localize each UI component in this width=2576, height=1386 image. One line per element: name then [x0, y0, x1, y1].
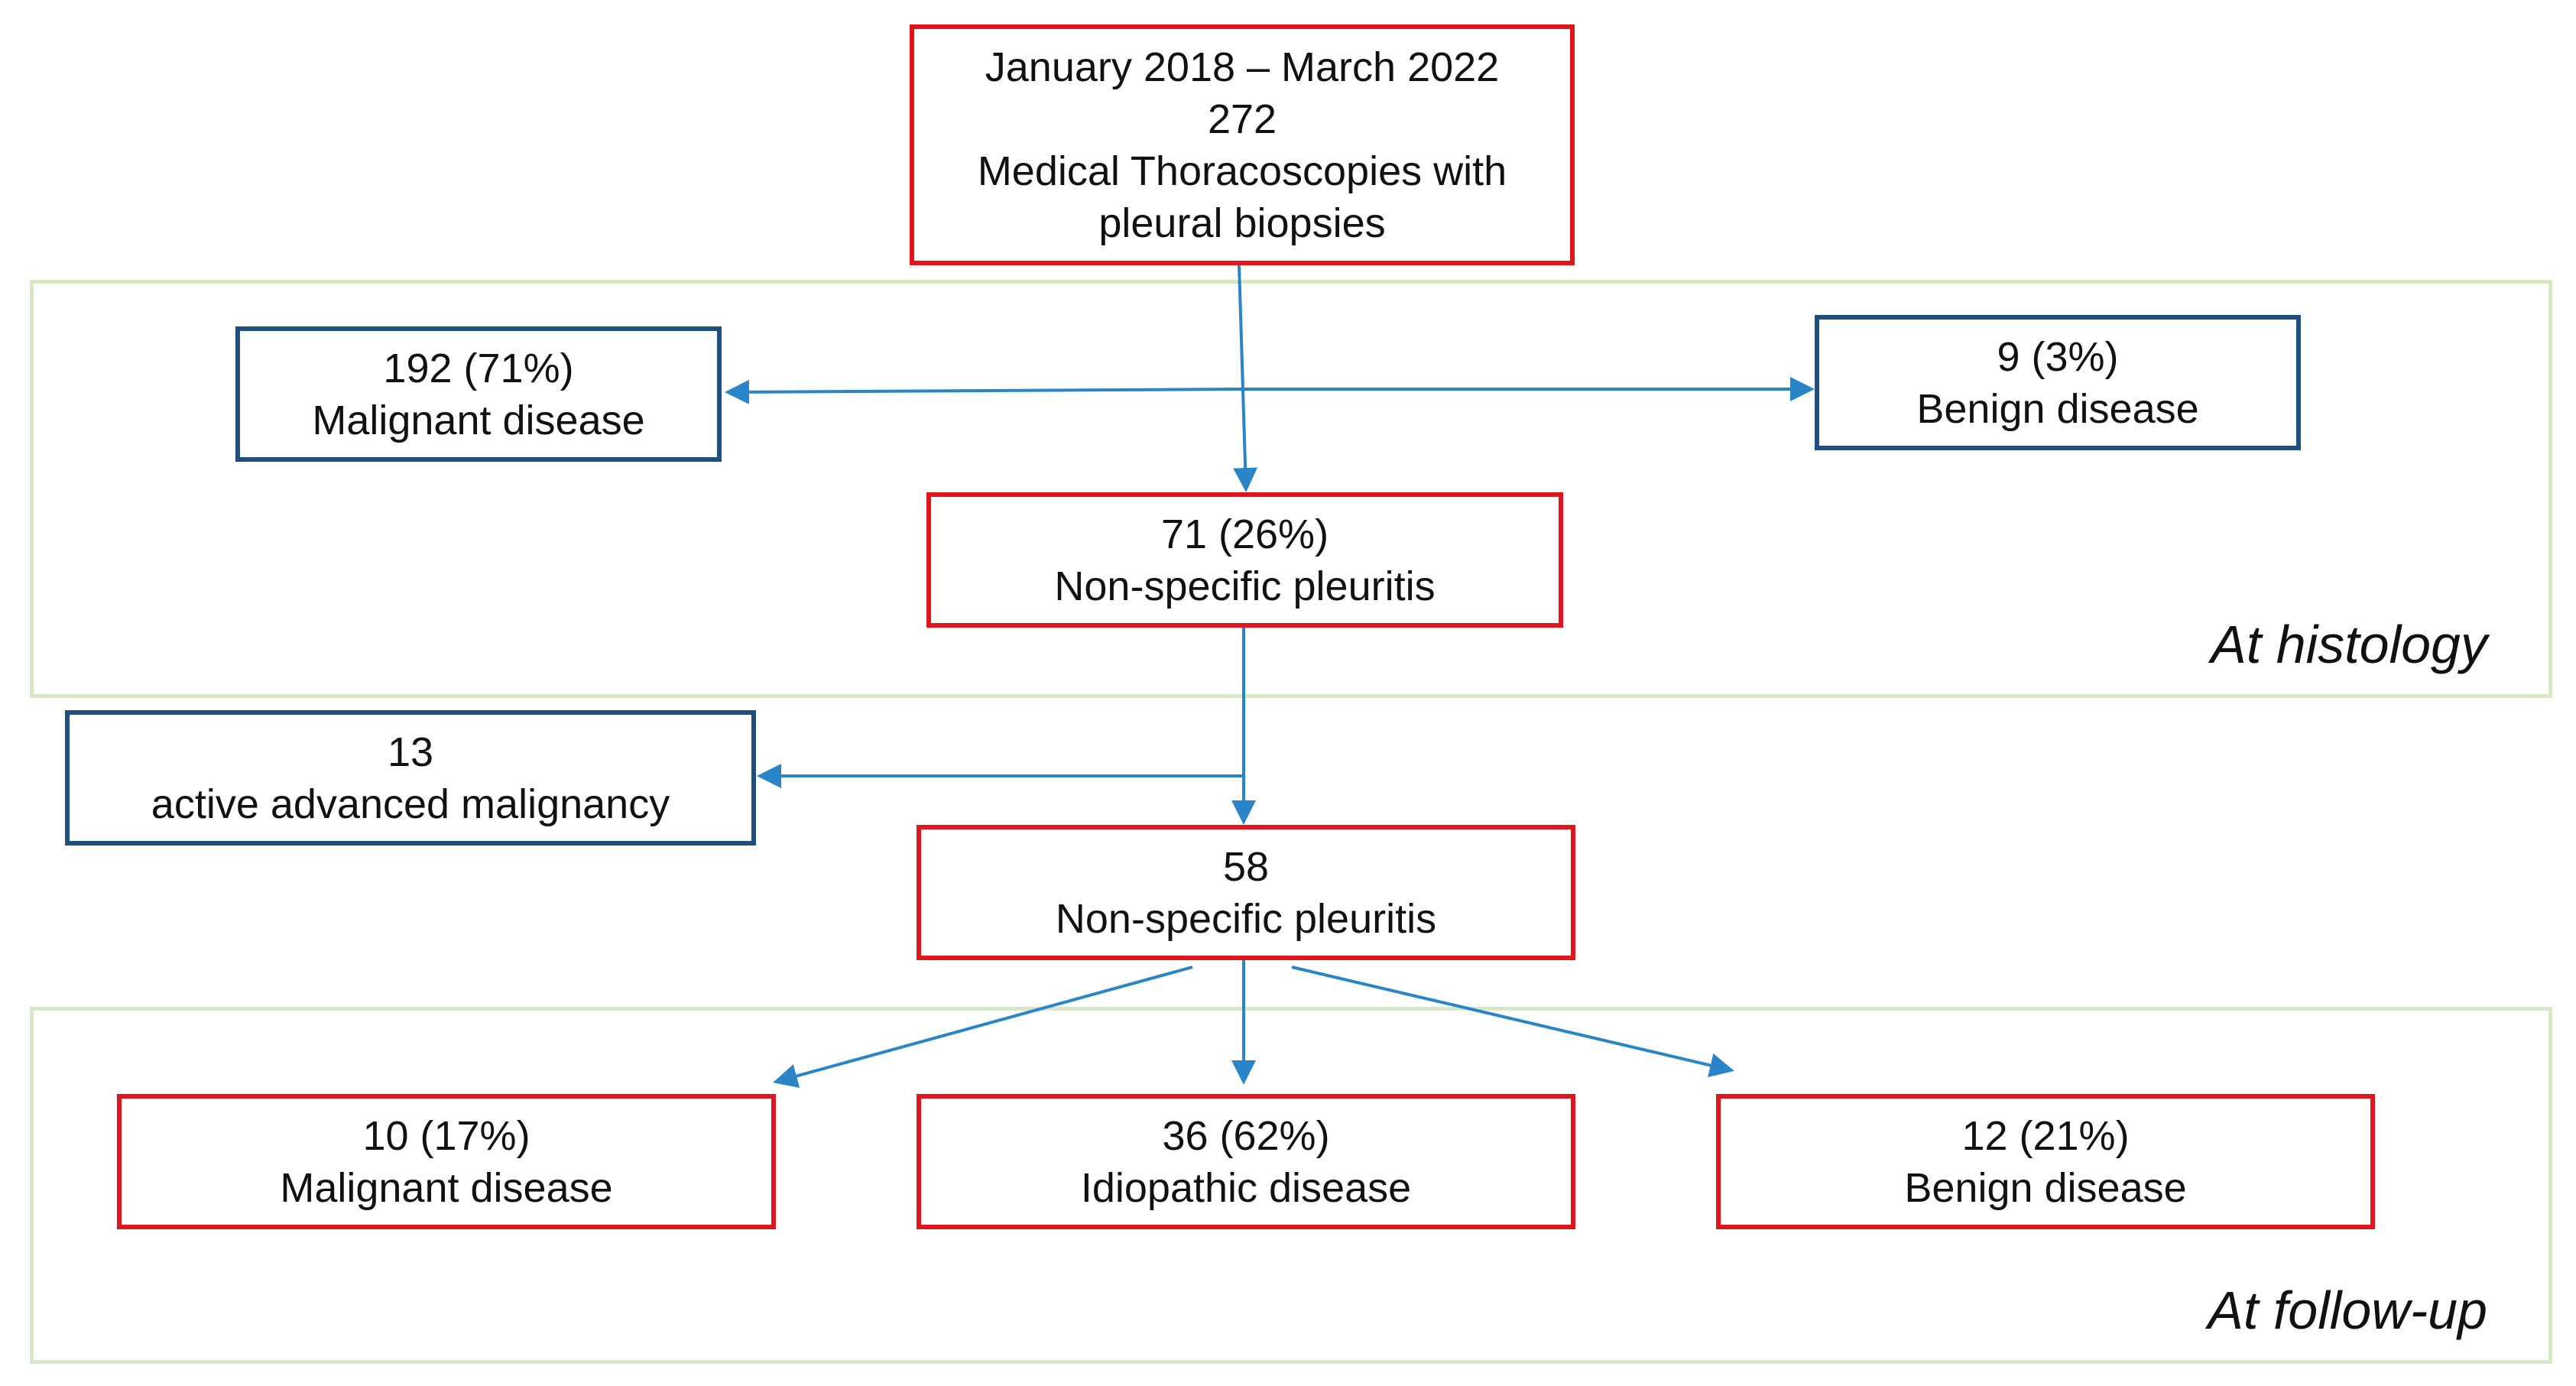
advanced-malignancy-label: active advanced malignancy: [151, 781, 670, 827]
benign-histology-label: Benign disease: [1916, 385, 2199, 432]
nonspecific-2-label: Non-specific pleuritis: [1055, 895, 1437, 942]
idiopathic-followup-node: 36 (62%) Idiopathic disease: [917, 1094, 1575, 1229]
nonspecific-pleuritis-node-1: 71 (26%) Non-specific pleuritis: [926, 492, 1563, 628]
benign-followup-label: Benign disease: [1904, 1164, 2187, 1211]
malignant-histology-label: Malignant disease: [312, 397, 645, 443]
root-node: January 2018 – March 2022 272 Medical Th…: [910, 24, 1575, 265]
malignant-histology-node: 192 (71%) Malignant disease: [235, 326, 722, 462]
benign-histology-node: 9 (3%) Benign disease: [1815, 315, 2301, 450]
followup-group: At follow-up: [30, 1007, 2552, 1364]
root-description-1: Medical Thoracoscopies with: [977, 148, 1507, 194]
root-count: 272: [1207, 96, 1277, 142]
advanced-malignancy-node: 13 active advanced malignancy: [65, 710, 756, 846]
followup-group-label: At follow-up: [2208, 1281, 2487, 1340]
idiopathic-followup-label: Idiopathic disease: [1080, 1164, 1412, 1211]
benign-followup-node: 12 (21%) Benign disease: [1716, 1094, 2375, 1229]
benign-histology-count: 9 (3%): [1997, 333, 2119, 380]
nonspecific-2-count: 58: [1222, 843, 1270, 890]
nonspecific-1-label: Non-specific pleuritis: [1054, 563, 1436, 609]
root-date-range: January 2018 – March 2022: [985, 44, 1500, 90]
idiopathic-followup-count: 36 (62%): [1162, 1112, 1330, 1159]
root-description-2: pleural biopsies: [1098, 200, 1386, 246]
malignant-followup-label: Malignant disease: [280, 1164, 613, 1211]
malignant-histology-count: 192 (71%): [383, 345, 574, 391]
nonspecific-1-count: 71 (26%): [1160, 511, 1329, 557]
nonspecific-pleuritis-node-2: 58 Non-specific pleuritis: [917, 825, 1575, 960]
histology-group-label: At histology: [2211, 615, 2487, 674]
malignant-followup-node: 10 (17%) Malignant disease: [117, 1094, 776, 1229]
benign-followup-count: 12 (21%): [1961, 1112, 2130, 1159]
advanced-malignancy-count: 13: [387, 729, 434, 775]
malignant-followup-count: 10 (17%): [362, 1112, 530, 1159]
histology-group: At histology: [30, 280, 2552, 698]
